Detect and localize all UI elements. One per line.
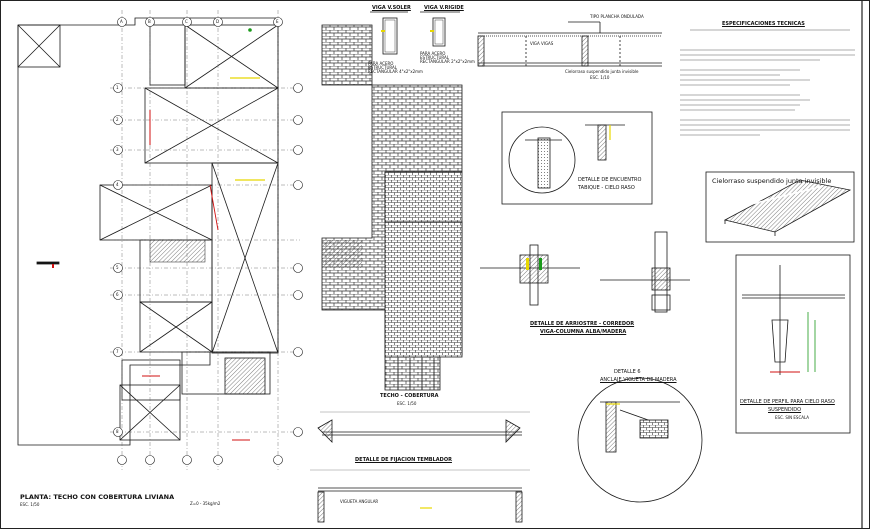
encuentro-detail-title-2: TABIQUE - CIELO RASO (578, 185, 635, 191)
roof-section (477, 21, 662, 67)
fijacion-title: DETALLE DE FIJACION TEMBLADOR (355, 457, 452, 463)
grid-label: 6 (116, 292, 119, 297)
grid-label: 4 (116, 182, 119, 187)
viga-note-2: PARA ACERO ESTRUCTURAL RECTANGULAR 2"x2"… (420, 51, 475, 64)
grid-label: D (216, 19, 220, 24)
grid-label: 8 (116, 429, 119, 434)
plan-title: PLANTA: TECHO CON COBERTURA LIVIANA (20, 493, 175, 501)
viga-sections (370, 11, 460, 55)
grid-label: 1 (116, 85, 119, 90)
arriostre-title-1: DETALLE DE ARRIOSTRE - CORREDOR (530, 321, 635, 327)
arriostre-details (480, 231, 690, 313)
viga-vigas-label: VIGA VIGAS (530, 41, 554, 46)
perfil-detail (735, 254, 851, 434)
roof-scale: ESC. 1/50 (397, 401, 417, 406)
grid-label: 2 (116, 117, 119, 122)
perfil-scale: ESC. SIN ESCALA (775, 415, 810, 420)
viga-note-1: PARA ACERO ESTRUCTURAL RECTANGULAR 4"x2"… (368, 61, 423, 74)
roof-title: TECHO - COBERTURA (380, 393, 439, 399)
plan-note: Z=0 - 35kg/m2 (190, 501, 221, 506)
spec-title: ESPECIFICACIONES TECNICAS (722, 21, 805, 27)
fijacion-detail (310, 411, 530, 523)
grid-label: A (120, 19, 123, 24)
perfil-title-1: DETALLE DE PERFIL PARA CIELO RASO (740, 399, 835, 405)
grid-label: 3 (116, 147, 119, 152)
encuentro-detail-title-1: DETALLE DE ENCUENTRO (578, 177, 642, 183)
encuentro-detail (501, 111, 653, 205)
vigueta-title-2: ANCLAJE VIGUETA DE MADERA (600, 377, 677, 383)
fijacion-note: VIGUETA ANGULAR (340, 499, 379, 504)
grid-label: 7 (116, 349, 119, 354)
vigueta-detail (577, 377, 703, 503)
roof-plan (17, 10, 300, 470)
section-top-label: TIPO PLANCHA ONDULADA (590, 14, 644, 19)
vigueta-title-1: DETALLE 6 (614, 369, 641, 375)
arriostre-title-2: VIGA-COLUMNA ALBA/MADERA (540, 329, 627, 335)
grid-bubbles (113, 17, 303, 465)
ceiling-detail-title: Cielorraso suspendido junta invisible (712, 177, 832, 185)
section-bottom-scale: ESC. 1/10 (590, 75, 610, 80)
roof-tile-cover (321, 24, 463, 391)
section-bottom-note: Cielorraso suspendido junta invisible (565, 69, 639, 74)
grid-label: B (148, 19, 151, 24)
spec-block (680, 29, 855, 136)
viga-title-2: VIGA V.RIGIDE (424, 5, 464, 11)
grid-label: E (276, 19, 279, 24)
perfil-title-2: SUSPENDIDO (768, 407, 802, 413)
grid-label: 5 (116, 265, 119, 270)
viga-title-1: VIGA V.SOLER (372, 5, 411, 11)
ceiling-detail (705, 171, 855, 243)
plan-scale: ESC. 1/50 (20, 502, 40, 507)
grid-label: C (185, 19, 188, 24)
